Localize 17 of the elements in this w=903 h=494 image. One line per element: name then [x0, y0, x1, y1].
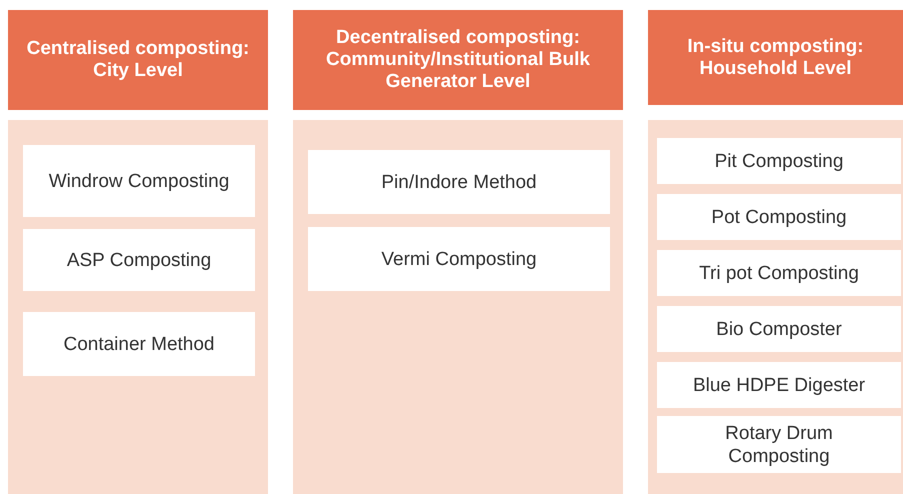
- method-box: Blue HDPE Digester: [657, 362, 901, 408]
- method-box: Bio Composter: [657, 306, 901, 352]
- method-box: ASP Composting: [23, 229, 255, 291]
- method-box: Windrow Composting: [23, 145, 255, 217]
- method-box: Container Method: [23, 312, 255, 376]
- column-panel: [648, 120, 903, 494]
- method-box: Rotary Drum Composting: [657, 416, 901, 473]
- column-panel: [293, 120, 623, 494]
- column-panel: [8, 120, 268, 494]
- method-box: Pit Composting: [657, 138, 901, 184]
- column-header: Decentralised composting: Community/Institutional Bulk Generator Level: [293, 10, 623, 110]
- method-box: Pot Composting: [657, 194, 901, 240]
- column-header: In-situ composting: Household Level: [648, 10, 903, 105]
- method-box: Vermi Composting: [308, 227, 610, 291]
- column-header: Centralised composting: City Level: [8, 10, 268, 110]
- method-box: Tri pot Composting: [657, 250, 901, 296]
- method-box: Pin/Indore Method: [308, 150, 610, 214]
